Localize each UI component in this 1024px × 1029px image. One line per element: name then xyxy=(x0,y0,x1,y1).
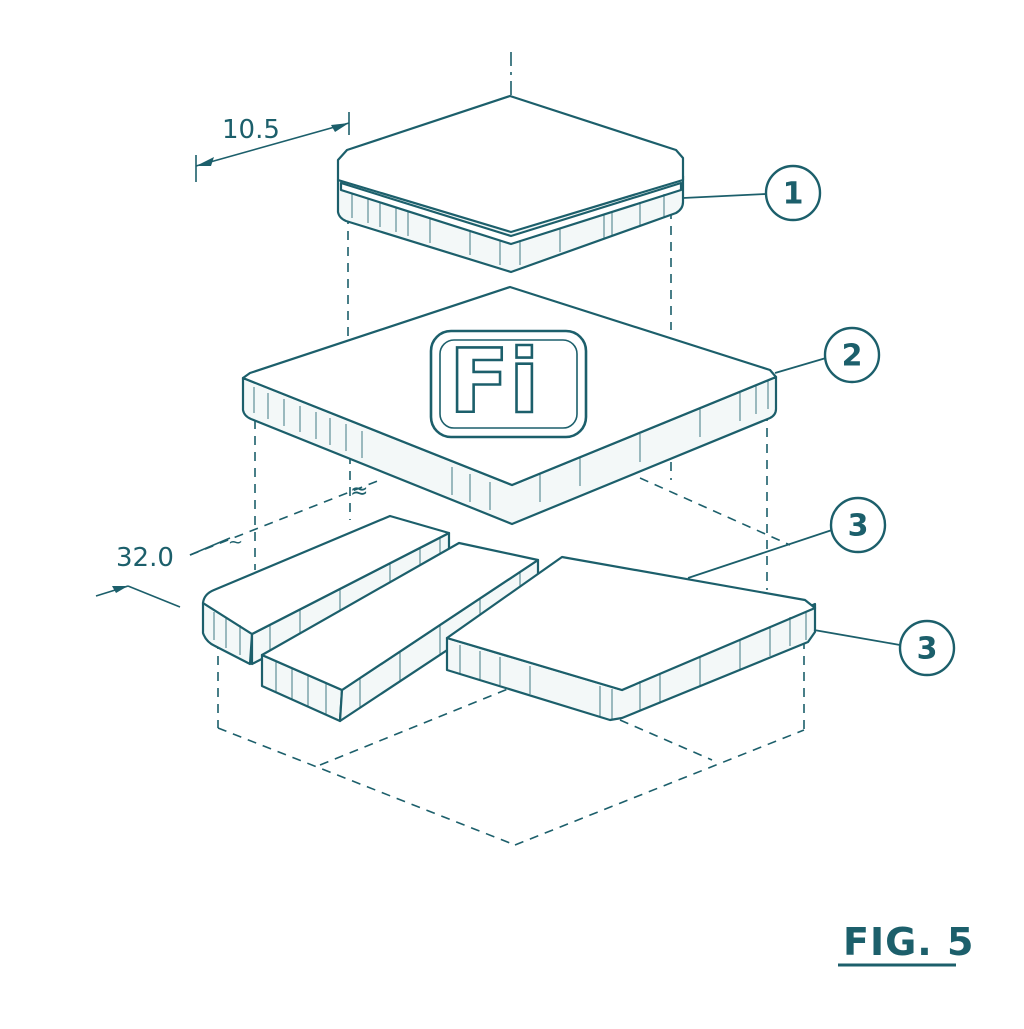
break-symbol: ≈ xyxy=(350,479,368,504)
part-1-top-plate xyxy=(336,94,685,274)
callout-3a-balloon xyxy=(829,496,887,554)
callout-3a-number: 3 xyxy=(848,509,869,544)
part-2-edge-hatching xyxy=(253,381,769,510)
break-symbol-small: ~ xyxy=(228,532,243,553)
dimension-top-width: 10.5 xyxy=(195,112,350,182)
callout-3b-number: 3 xyxy=(917,632,938,667)
callout-3b-balloon xyxy=(898,619,956,677)
fi-logo-text: Fi xyxy=(449,330,539,433)
figure-label: FIG. 5 xyxy=(843,920,974,964)
callout-2-leader xyxy=(774,357,827,374)
part-1-edge-hatching xyxy=(351,194,665,265)
callout-2-balloon xyxy=(823,326,881,384)
part-2-middle-plate: Fi xyxy=(241,285,778,526)
callout-1-balloon xyxy=(764,164,822,222)
part-3-left-bar xyxy=(201,514,451,666)
callout-3a-leader xyxy=(687,529,833,579)
dimension-base-depth-value: 32.0 xyxy=(116,543,174,573)
callout-3b-leader xyxy=(813,629,901,646)
callout-1-number: 1 xyxy=(783,177,804,212)
alignment-lines xyxy=(189,210,805,846)
dimension-base-depth: 32.0 xyxy=(95,537,231,608)
part-3-right-block-hatching xyxy=(459,611,807,719)
fi-logo-emblem: Fi xyxy=(429,329,588,439)
part-3-right-block xyxy=(445,555,817,722)
dimension-top-width-value: 10.5 xyxy=(222,115,280,145)
callout-1-leader xyxy=(682,193,767,199)
callout-2-number: 2 xyxy=(842,339,863,374)
